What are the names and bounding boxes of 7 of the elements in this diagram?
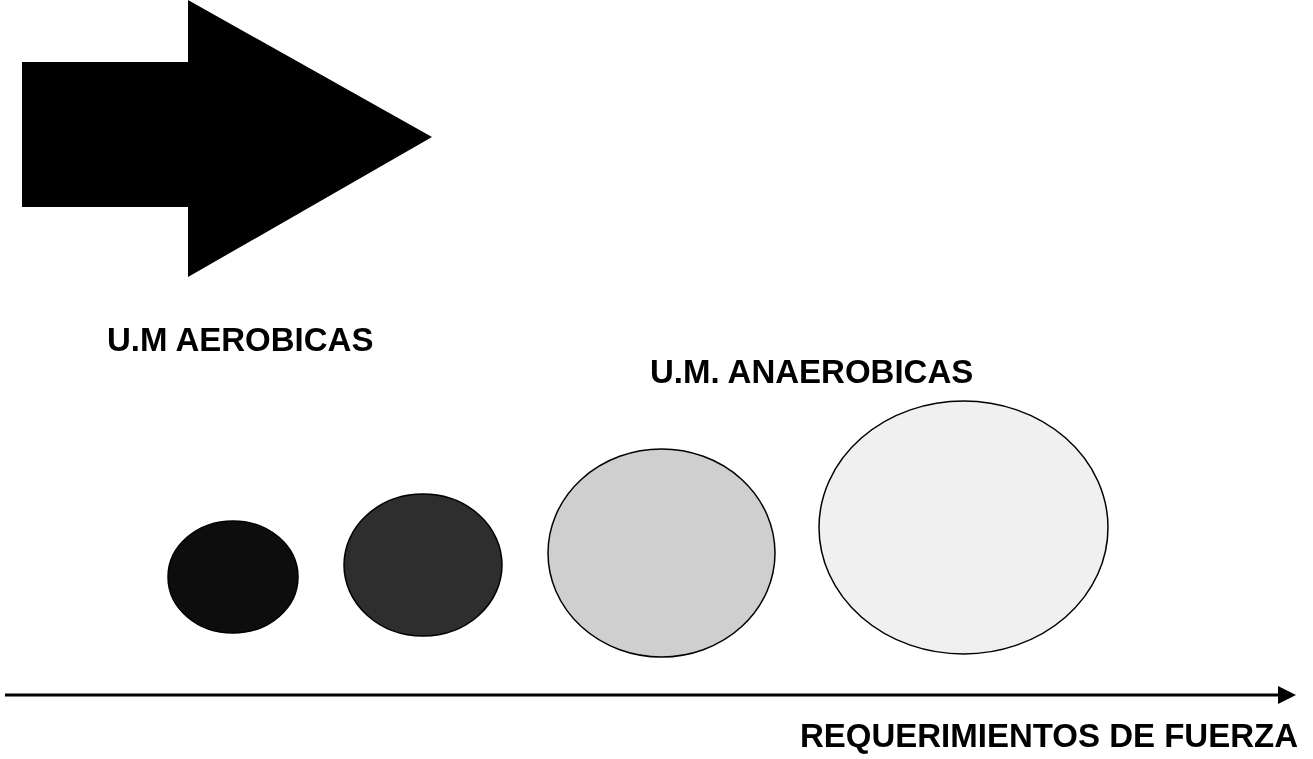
circle-shape bbox=[343, 493, 503, 637]
circle-shape bbox=[818, 400, 1109, 655]
circle-shape bbox=[547, 448, 776, 658]
label-text: U.M AEROBICAS bbox=[107, 322, 374, 359]
label-text: U.M. ANAEROBICAS bbox=[650, 354, 974, 391]
circle-shape bbox=[167, 520, 299, 634]
label-text: REQUERIMIENTOS DE FUERZA bbox=[799, 718, 1298, 755]
